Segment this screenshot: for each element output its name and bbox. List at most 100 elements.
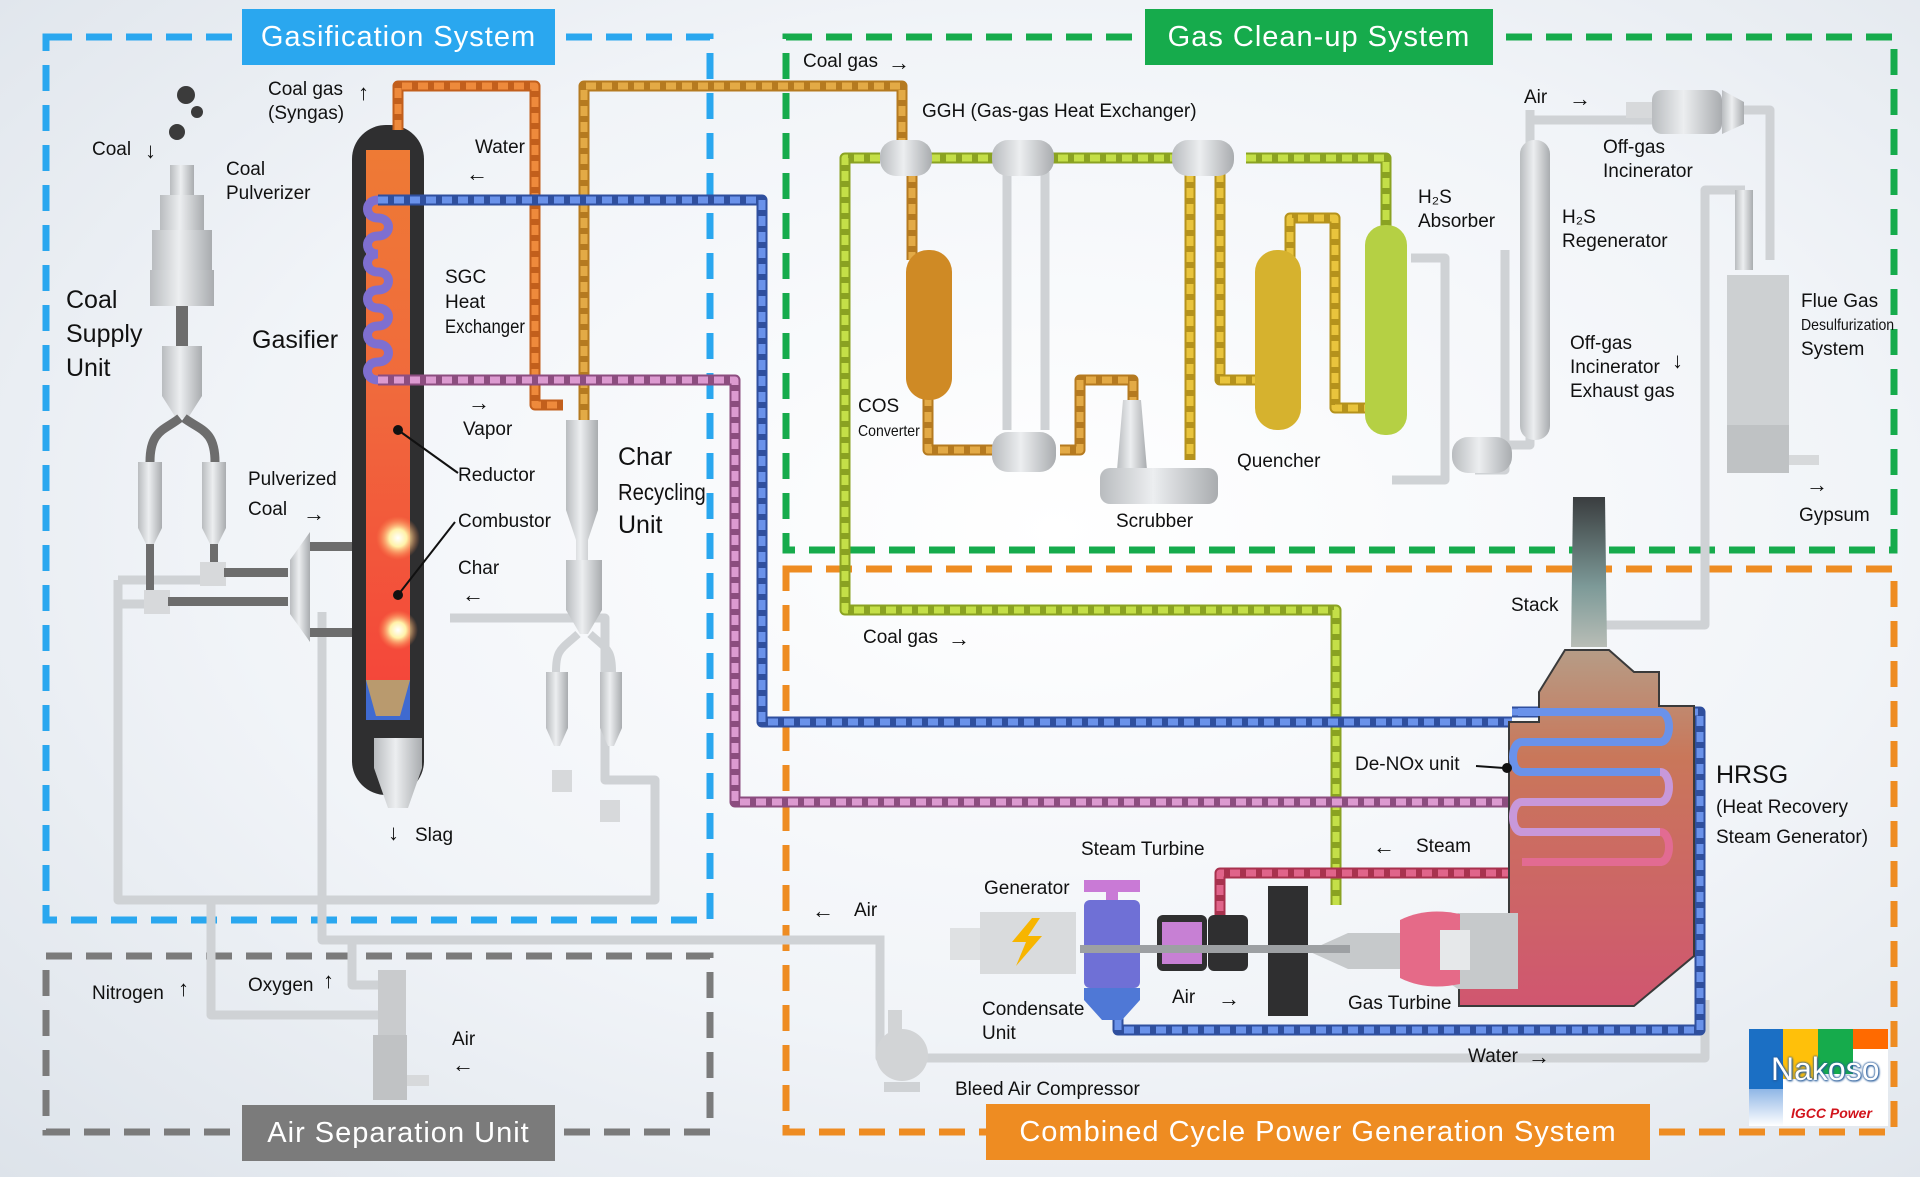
- bleed-air-compressor-label: Bleed Air Compressor: [955, 1079, 1140, 1100]
- arrow-left-icon: ←: [452, 1052, 474, 1077]
- offgas-exhaust-label-1: Off-gas: [1570, 333, 1632, 354]
- water-label-bottom: Water: [1468, 1046, 1518, 1067]
- coal-gas-cc-label: Coal gas: [863, 627, 938, 648]
- char-recycling-unit: [546, 420, 622, 822]
- cos-converter-label-2: Converter: [858, 423, 920, 440]
- offgas-incinerator-label-1: Off-gas: [1603, 137, 1665, 158]
- char-label: Char: [458, 558, 500, 579]
- arrow-left-icon: ←: [462, 582, 484, 607]
- bleed-air-compressor: [876, 1010, 928, 1092]
- arrow-down-icon: ↓: [388, 820, 399, 845]
- coal-input-label: Coal: [92, 139, 132, 160]
- arrow-right-icon: →: [1528, 1044, 1550, 1069]
- quencher: [1255, 250, 1301, 430]
- gasifier-vessel: [352, 125, 459, 808]
- logo-fade-block: [1749, 1089, 1783, 1126]
- arrow-right-icon: →: [1569, 86, 1591, 111]
- arrow-up-icon: ↑: [178, 976, 189, 1001]
- coal-gas-hot-pipe: [392, 80, 563, 411]
- combined-cycle-system-title: Combined Cycle Power Generation System: [986, 1104, 1650, 1160]
- arrow-right-icon: →: [1806, 472, 1828, 497]
- steam-low-pipe: [378, 374, 1512, 808]
- logo-orange-block: [1853, 1029, 1888, 1049]
- stack-label: Stack: [1511, 595, 1559, 616]
- steam-high-pipe: [1214, 867, 1512, 920]
- sgc-label-3: Exchanger: [445, 317, 525, 338]
- syngas-label: (Syngas): [268, 103, 345, 124]
- logo-green-block: [1818, 1029, 1853, 1074]
- scrubber-label: Scrubber: [1116, 511, 1194, 532]
- coal-supply-unit-label-2: Supply: [66, 320, 143, 348]
- offgas-exhaust-label-2: Incinerator: [1570, 357, 1660, 378]
- arrow-down-icon: ↓: [145, 138, 156, 163]
- flue-gas-desulfurization: [1727, 190, 1819, 473]
- coal-gas-warm-pipe: [578, 80, 1380, 460]
- coal-gas-label: Coal gas: [268, 79, 343, 100]
- gas-cleanup-system-title: Gas Clean-up System: [1145, 9, 1493, 65]
- pulverized-coal-label-1: Pulverized: [248, 469, 337, 490]
- gasification-system-title: Gasification System: [242, 9, 555, 65]
- air-gt-label: Air: [1172, 987, 1196, 1008]
- bleed-air-pipe: [322, 935, 885, 1010]
- fgd-label-3: System: [1801, 339, 1865, 360]
- gas-cleanup-boundary: [782, 33, 1898, 554]
- nitrogen-label: Nitrogen: [92, 983, 164, 1004]
- coal-pulverizer: [138, 86, 352, 642]
- gasifier-heat-exchanger-coil: [363, 195, 393, 385]
- asu-air-label: Air: [452, 1029, 476, 1050]
- char-recycling-label-3: Unit: [618, 511, 663, 539]
- steam-label: Steam: [1416, 836, 1471, 857]
- vapor-label: Vapor: [463, 419, 513, 440]
- hrsg-label-2: (Heat Recovery: [1716, 797, 1848, 818]
- water-label-top: Water: [475, 137, 525, 158]
- denox-leader: [1475, 765, 1505, 769]
- offgas-exhaust-label-3: Exhaust gas: [1570, 381, 1675, 402]
- coal-gas-cleanup-label: Coal gas: [803, 51, 878, 72]
- ggh-label: GGH (Gas-gas Heat Exchanger): [922, 101, 1197, 122]
- coal-supply-unit-label-3: Unit: [66, 354, 111, 382]
- stack: [1571, 497, 1607, 647]
- pulverized-coal-label-2: Coal: [248, 499, 288, 520]
- arrow-up-icon: ↑: [358, 80, 369, 105]
- h2s-regenerator: [1520, 140, 1550, 440]
- quencher-label: Quencher: [1237, 451, 1321, 472]
- coal-pulverizer-label-1: Coal: [226, 159, 266, 180]
- steam-turbine: [1080, 880, 1350, 1020]
- arrow-right-icon: →: [1218, 986, 1240, 1011]
- arrow-down-icon: ↓: [1672, 348, 1683, 373]
- logo-subtitle: IGCC Power: [1791, 1105, 1872, 1121]
- generator: [950, 912, 1076, 974]
- generator-label: Generator: [984, 878, 1070, 899]
- char-recycling-label-1: Char: [618, 443, 673, 471]
- arrow-left-icon: ←: [466, 161, 488, 186]
- logo-name: Nakoso: [1771, 1051, 1880, 1087]
- arrow-right-icon: →: [888, 50, 910, 75]
- denox-label: De-NOx unit: [1355, 754, 1460, 775]
- gas-turbine-label: Gas Turbine: [1348, 993, 1452, 1014]
- h2s-absorber: [1365, 225, 1407, 435]
- h2s-regenerator-label-1: H₂S: [1562, 207, 1596, 228]
- cos-converter: [906, 250, 952, 400]
- fgd-label-1: Flue Gas: [1801, 291, 1879, 312]
- arrow-right-icon: →: [303, 501, 325, 526]
- steam-turbine-label: Steam Turbine: [1081, 839, 1205, 860]
- offgas-incinerator-label-2: Incinerator: [1603, 161, 1693, 182]
- arrow-left-icon: ←: [812, 898, 834, 923]
- h2s-absorber-label-2: Absorber: [1418, 211, 1496, 232]
- h2s-regenerator-label-2: Regenerator: [1562, 231, 1668, 252]
- slag-label: Slag: [415, 825, 454, 846]
- coal-pulverizer-label-2: Pulverizer: [226, 183, 311, 204]
- arrow-right-icon: →: [948, 626, 970, 651]
- cos-converter-label-1: COS: [858, 396, 900, 417]
- char-recycling-label-2: Recycling: [618, 479, 706, 505]
- logo-blue-block: [1749, 1029, 1783, 1089]
- hrsg-coils: [1509, 708, 1673, 866]
- condensate-unit-label-1: Condensate: [982, 999, 1085, 1020]
- offgas-incinerator: [1626, 90, 1744, 134]
- nakoso-igcc-logo: Nakoso IGCC Power: [1749, 1029, 1888, 1126]
- sgc-label-2: Heat: [445, 292, 486, 313]
- incinerator-air-label: Air: [1524, 87, 1548, 108]
- air-separation-equipment: [373, 970, 429, 1100]
- gasifier-label: Gasifier: [252, 326, 339, 354]
